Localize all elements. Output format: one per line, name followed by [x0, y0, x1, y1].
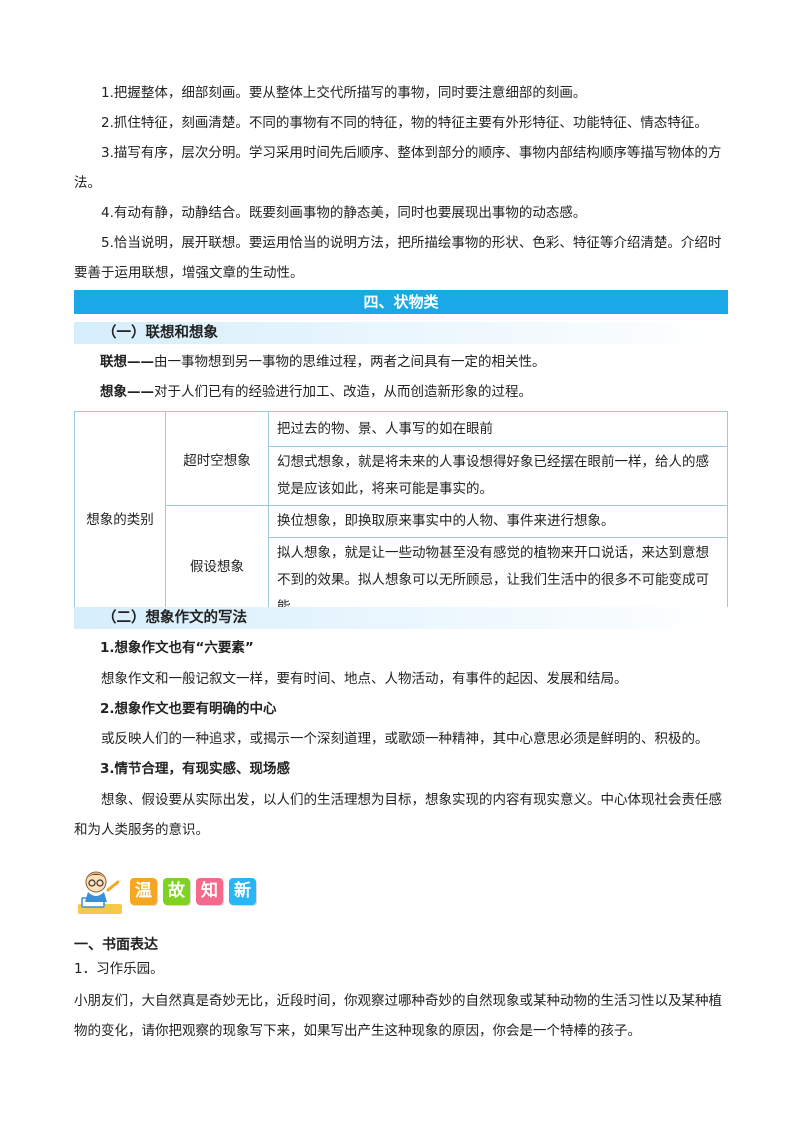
- group-item-cell: 换位想象，即换取原来事实中的人物、事件来进行想象。: [268, 505, 728, 538]
- group-item-cell: 幻想式想象，就是将未来的人事设想得好象已经摆在眼前一样，给人的感觉是应该如此，将…: [268, 446, 728, 506]
- intro-point-5: 5.恰当说明，展开联想。要运用恰当的说明方法，把所描绘事物的形状、色彩、特征等介…: [74, 228, 730, 288]
- intro-point-text: 要运用恰当的说明方法，把所描绘事物的形状、色彩、特征等介绍清楚。介绍时要善于运用…: [74, 235, 722, 281]
- subsection-title: （二）想象作文的写法: [102, 610, 247, 626]
- intro-point-lead: 4.有动有静，动静结合。: [101, 205, 249, 221]
- intro-point-4: 4.有动有静，动静结合。既要刻画事物的静态美，同时也要展现出事物的动态感。: [74, 198, 730, 228]
- subsection-heading-2: （二）想象作文的写法: [74, 607, 728, 629]
- writing-point-body-1: 想象作文和一般记叙文一样，要有时间、地点、人物活动，有事件的起因、发展和结局。: [101, 671, 628, 687]
- definition-text: 对于人们已有的经验进行加工、改造，从而创造新形象的过程。: [154, 384, 532, 400]
- writing-point-body-2: 或反映人们的一种追求，或揭示一个深刻道理，或歌颂一种精神，其中心意思必须是鲜明的…: [101, 731, 709, 747]
- section-banner: 四、状物类: [74, 290, 728, 314]
- student-reading-icon: [78, 871, 122, 914]
- definition-imagination: 想象——对于人们已有的经验进行加工、改造，从而创造新形象的过程。: [100, 377, 730, 407]
- intro-point-lead: 3.描写有序，层次分明。: [101, 145, 249, 161]
- intro-point-2: 2.抓住特征，刻画清楚。不同的事物有不同的特征，物的特征主要有外形特征、功能特征…: [74, 108, 730, 138]
- logo-char-tile: 温: [130, 878, 157, 905]
- intro-point-3: 3.描写有序，层次分明。学习采用时间先后顺序、整体到部分的顺序、事物内部结构顺序…: [74, 138, 730, 198]
- definition-association: 联想——由一事物想到另一事物的思维过程，两者之间具有一定的相关性。: [100, 347, 730, 377]
- subsection-heading-1: （一）联想和想象: [74, 322, 728, 344]
- review-section-title: 一、书面表达: [74, 937, 158, 953]
- definition-term: 想象——: [100, 384, 154, 400]
- definition-term: 联想——: [100, 354, 154, 370]
- logo-char: 知: [201, 881, 218, 901]
- intro-point-lead: 2.抓住特征，刻画清楚。: [101, 115, 249, 131]
- group-name-cell: 假设想象: [165, 505, 269, 624]
- review-logo: 温 故 知 新: [74, 868, 264, 920]
- intro-point-text: 要从整体上交代所描写的事物，同时要注意细部的刻画。: [248, 85, 587, 101]
- definition-text: 由一事物想到另一事物的思维过程，两者之间具有一定的相关性。: [154, 354, 546, 370]
- logo-char: 温: [135, 881, 152, 901]
- subsection-title: （一）联想和想象: [102, 325, 218, 341]
- logo-char: 新: [234, 881, 251, 901]
- intro-point-lead: 5.恰当说明，展开联想。: [101, 235, 249, 251]
- group-name-cell: 超时空想象: [165, 411, 269, 506]
- intro-point-text: 既要刻画事物的静态美，同时也要展现出事物的动态感。: [248, 205, 587, 221]
- writing-point-body-3: 想象、假设要从实际出发，以人们的生活理想为目标，想象实现的内容有现实意义。中心体…: [74, 792, 722, 838]
- writing-point-heading-3: 3.情节合理，有现实感、现场感: [100, 761, 291, 777]
- intro-point-text: 不同的事物有不同的特征，物的特征主要有外形特征、功能特征、情态特征。: [248, 115, 708, 131]
- review-prompt-text: 小朋友们，大自然真是奇妙无比，近段时间，你观察过哪种奇妙的自然现象或某种动物的生…: [74, 993, 722, 1039]
- intro-point-1: 1.把握整体，细部刻画。要从整体上交代所描写的事物，同时要注意细部的刻画。: [74, 78, 730, 108]
- group-item-cell: 把过去的物、景、人事写的如在眼前: [268, 411, 728, 447]
- category-cell: 想象的类别: [74, 411, 166, 624]
- imagination-category-table: 想象的类别 超时空想象 把过去的物、景、人事写的如在眼前 幻想式想象，就是将未来…: [74, 411, 728, 624]
- logo-char-tile: 故: [163, 878, 190, 905]
- review-item-number: 1．习作乐园。: [74, 961, 164, 977]
- writing-point-heading-1: 1.想象作文也有“六要素”: [100, 640, 254, 656]
- logo-char-tile: 知: [196, 878, 223, 905]
- intro-point-lead: 1.把握整体，细部刻画。: [101, 85, 249, 101]
- writing-point-heading-2: 2.想象作文也要有明确的中心: [100, 701, 277, 717]
- logo-char-tile: 新: [229, 878, 256, 905]
- logo-char: 故: [168, 881, 185, 901]
- intro-point-text: 学习采用时间先后顺序、整体到部分的顺序、事物内部结构顺序等描写物体的方法。: [74, 145, 722, 191]
